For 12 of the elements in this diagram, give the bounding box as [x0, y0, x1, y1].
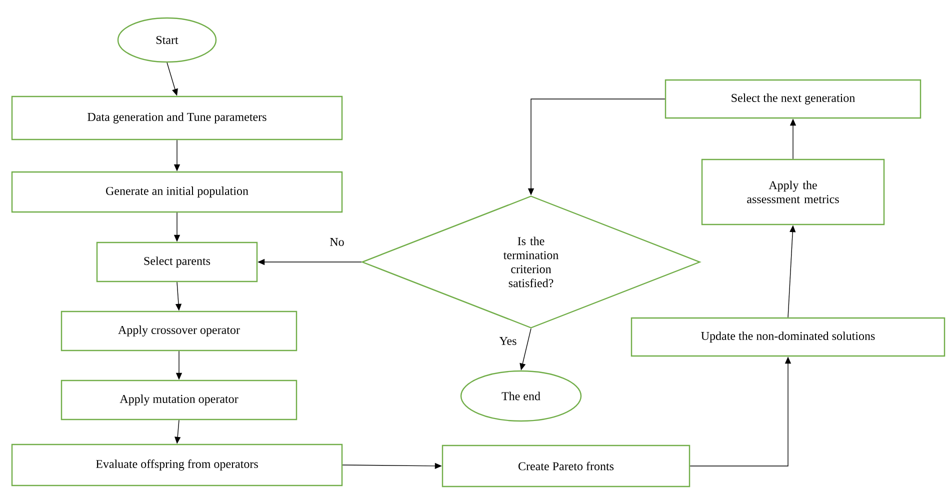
process-box: Create Pareto fronts: [442, 444, 690, 488]
process-box: Data generation and Tune parameters: [11, 96, 343, 140]
process-box: Evaluate offspring from operators: [11, 444, 343, 486]
process-box: Generate an initial population: [11, 171, 343, 213]
edge-label: Yes: [499, 337, 516, 345]
process-box: Update the non-dominated solutions: [630, 317, 946, 357]
process-box: Select the next generation: [664, 79, 922, 119]
process-box: Apply the assessment metrics: [701, 158, 885, 226]
edge-label: No: [330, 238, 344, 246]
process-box: Apply crossover operator: [60, 310, 298, 352]
process-box: Apply mutation operator: [60, 380, 298, 420]
process-box: Select parents: [96, 242, 258, 282]
